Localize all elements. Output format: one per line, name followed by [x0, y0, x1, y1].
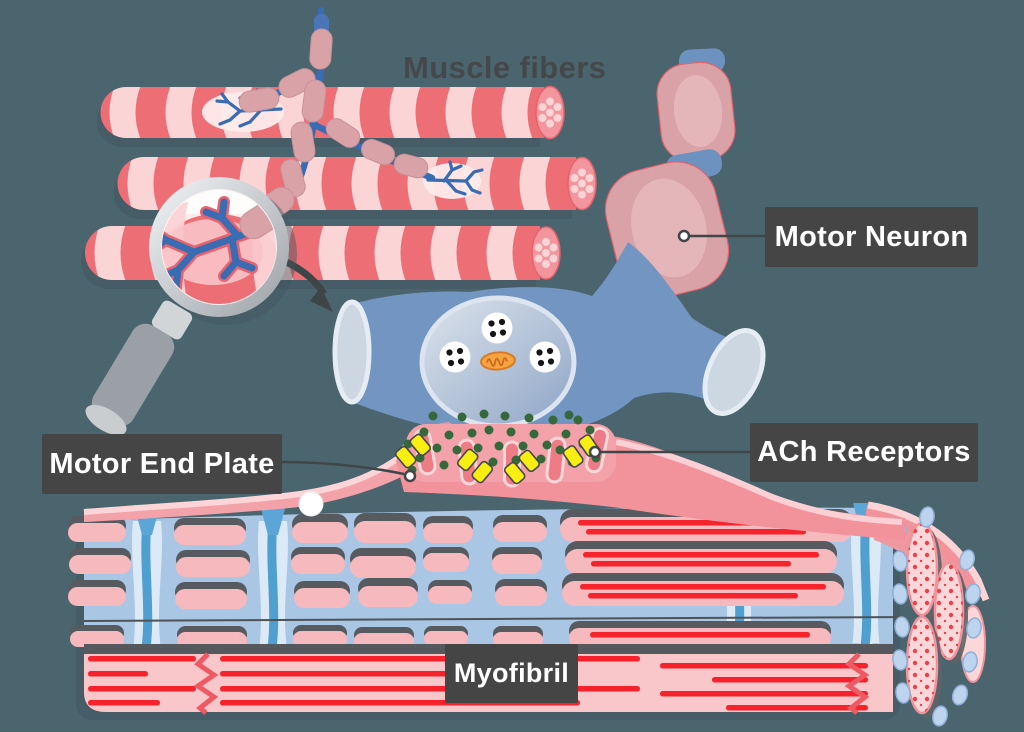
callout-motor-neuron-text: Motor Neuron [774, 220, 969, 253]
nerve-ending-patch-2 [423, 160, 484, 199]
myofibril-block [68, 500, 990, 729]
callout-motor-end-plate-text: Motor End Plate [49, 447, 275, 480]
acetylcholine-dots [403, 409, 601, 475]
callout-ach-receptors-text: ACh Receptors [757, 436, 971, 468]
fiber-cross-section [535, 85, 565, 140]
synaptic-vesicle [481, 312, 513, 344]
callout-motor-end-plate: Motor End Plate [42, 434, 282, 494]
magnifier-handle [85, 300, 193, 436]
mitochondrion-icon [480, 351, 516, 371]
fiber-cross-section [567, 156, 597, 211]
terminal-cut-end-left [332, 299, 372, 405]
myelin-segment-a [656, 61, 736, 163]
zigzag-break [844, 652, 870, 715]
leader-dot [403, 469, 417, 483]
axon-terminal [332, 242, 766, 436]
zigzag-break [193, 652, 219, 715]
synaptic-vesicle [439, 341, 471, 373]
myofibril-divider-line [83, 616, 904, 622]
muscle-fibers-label: Muscle fibers [403, 50, 607, 85]
axon-branches [238, 6, 436, 231]
terminal-cut-end-right [702, 328, 766, 416]
magnifier [85, 177, 297, 436]
callout-motor-neuron: Motor Neuron [765, 207, 978, 267]
myelin-sheath-segments [238, 28, 429, 226]
released-vesicle-dot [298, 491, 324, 517]
t-tubule [256, 505, 290, 656]
t-tubule [130, 505, 164, 656]
leader-line-motor-end-plate [281, 460, 405, 476]
leader-dot [677, 229, 691, 243]
callout-ach-receptors: ACh Receptors [750, 423, 978, 482]
synaptic-vesicle [529, 341, 561, 373]
leader-lines [281, 229, 765, 483]
fiber-cross-section [531, 226, 561, 280]
callout-myofibril-text: Myofibril [453, 658, 570, 688]
leader-dot [588, 445, 602, 459]
myofibril-right-end [864, 501, 990, 729]
callout-myofibril: Myofibril [445, 644, 578, 703]
